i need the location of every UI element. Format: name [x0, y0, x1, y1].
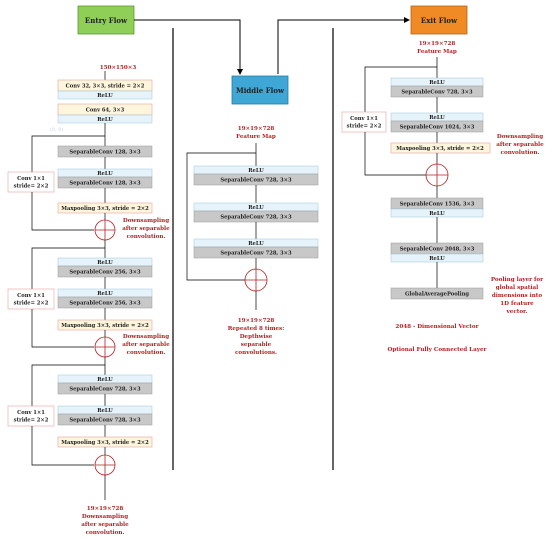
- entry-b2-relu1-label: ReLU: [97, 260, 113, 266]
- exit-sep3-label: SeparableConv 1536, 3×3: [400, 202, 475, 208]
- exit-relu4-label: ReLU: [429, 256, 445, 262]
- entry-b1-sep2-label: SeparableConv 128, 3×3: [69, 181, 141, 187]
- entry-b2-note-3: convolution.: [127, 350, 166, 356]
- entry-out-note-2: after separable: [81, 522, 129, 528]
- exit-gap-note-3: dimensions into: [492, 293, 543, 299]
- entry-b2-conv-a: Conv 1×1: [17, 293, 45, 299]
- entry-out-note-1: Downsampling: [82, 514, 128, 520]
- exit-flow: 19×19×728 Feature Map ReLU SeparableConv…: [341, 41, 544, 353]
- exit-flow-header: Exit Flow: [410, 5, 468, 35]
- middle-note-2: Repeated 8 times:: [228, 326, 285, 332]
- middle-note-5: convolutions.: [235, 350, 277, 356]
- exit-pool-label: Maxpooling 3×3, stride = 2×2: [396, 146, 484, 152]
- exit-down-note-2: after separable: [496, 142, 544, 148]
- entry-b3-relu2-label: ReLU: [97, 408, 113, 414]
- exit-down-note-1: Downsampling: [497, 134, 543, 140]
- entry-b3-conv-a: Conv 1×1: [17, 410, 45, 416]
- exit-relu2-label: ReLU: [429, 115, 445, 121]
- entry-b1-sep1-label: SeparableConv 128, 3×3: [69, 150, 141, 156]
- entry-relu2-label: ReLU: [97, 117, 113, 123]
- middle-relu2-label: ReLU: [248, 205, 264, 211]
- entry-b2-note-2: after separable: [122, 342, 170, 348]
- exit-relu3-label: ReLU: [429, 211, 445, 217]
- entry-flow-label: Entry Flow: [85, 16, 128, 25]
- exit-conv-a: Conv 1×1: [350, 116, 378, 122]
- entry-b1-note-2: after separable: [122, 226, 170, 232]
- entry-b3-sep2-label: SeparableConv 728, 3×3: [69, 418, 141, 424]
- entry-faint-label: (0, 0): [50, 126, 63, 133]
- entry-b1-conv-b: stride= 2×2: [14, 184, 49, 190]
- middle-sep2-label: SeparableConv 728, 3×3: [220, 215, 292, 221]
- entry-b2-sep1-label: SeparableConv 256, 3×3: [69, 270, 141, 276]
- middle-flow: 19×19×728 Feature Map ReLU SeparableConv…: [186, 126, 319, 356]
- entry-b1-conv-a: Conv 1×1: [17, 176, 45, 182]
- middle-flow-header: Middle Flow: [231, 75, 289, 105]
- exit-relu1-label: ReLU: [429, 80, 445, 86]
- entry-conv1-label: Conv 32, 3×3, stride = 2×2: [66, 84, 145, 90]
- exit-conv-b: stride= 2×2: [347, 124, 382, 130]
- exit-sep4-label: SeparableConv 2048, 3×3: [400, 247, 475, 253]
- entry-conv2-label: Conv 64, 3×3: [86, 108, 125, 114]
- middle-to-exit-arrow: [277, 17, 410, 74]
- entry-b1-note-3: convolution.: [127, 234, 166, 240]
- entry-b2-note-1: Downsampling: [123, 334, 169, 340]
- middle-relu3-label: ReLU: [248, 241, 264, 247]
- exit-input-size: 19×19×728: [419, 41, 456, 47]
- entry-b3-relu1-label: ReLU: [97, 377, 113, 383]
- exit-gap-note-1: Pooling layer for: [491, 277, 543, 283]
- entry-out-size: 19×19×728: [87, 506, 124, 512]
- middle-sep3-label: SeparableConv 728, 3×3: [220, 251, 292, 257]
- entry-to-middle-arrow: [134, 19, 243, 75]
- middle-input-label: Feature Map: [236, 134, 276, 140]
- entry-b1-pool-label: Maxpooling 3×3, stride = 2×2: [61, 206, 149, 212]
- middle-relu1-label: ReLU: [248, 168, 264, 174]
- entry-input-size: 150×150×3: [100, 65, 137, 71]
- middle-sep1-label: SeparableConv 728, 3×3: [220, 178, 292, 184]
- exit-sep1-label: SeparableConv 728, 3×3: [401, 90, 473, 96]
- exit-gap-note-2: global spatial: [496, 285, 539, 291]
- entry-b3-pool-label: Maxpooling 3×3, stride = 2×2: [61, 440, 149, 446]
- exit-gap-label: GlobalAveragePooling: [405, 292, 469, 298]
- middle-note-4: separable: [241, 342, 272, 348]
- entry-b3-conv-b: stride= 2×2: [14, 418, 49, 424]
- exit-flow-label: Exit Flow: [421, 16, 458, 25]
- middle-flow-label: Middle Flow: [236, 86, 285, 95]
- entry-flow-header: Entry Flow: [77, 5, 135, 35]
- exit-vector-label: 2048 - Dimensional Vector: [395, 324, 478, 330]
- exit-down-note-3: convolution.: [501, 150, 540, 156]
- entry-b3-sep1-label: SeparableConv 728, 3×3: [69, 387, 141, 393]
- entry-b1-note-1: Downsampling: [123, 218, 169, 224]
- middle-note-1: 19×19×728: [238, 318, 275, 324]
- exit-fc-label: Optional Fully Connected Layer: [388, 347, 487, 353]
- entry-b2-pool-label: Maxpooling 3×3, stride = 2×2: [61, 323, 149, 329]
- middle-note-3: Depthwise: [240, 334, 273, 340]
- entry-b2-relu2-label: ReLU: [97, 291, 113, 297]
- entry-b2-sep2-label: SeparableConv 256, 3×3: [69, 301, 141, 307]
- entry-b2-conv-b: stride= 2×2: [14, 301, 49, 307]
- entry-relu1-label: ReLU: [97, 93, 113, 99]
- middle-input-size: 19×19×728: [238, 126, 275, 132]
- exit-gap-note-4: 1D feature: [500, 301, 534, 307]
- exit-gap-note-5: vector.: [506, 309, 528, 315]
- entry-flow: 150×150×3 Conv 32, 3×3, stride = 2×2 ReL…: [7, 65, 170, 536]
- exit-input-label: Feature Map: [417, 49, 457, 55]
- exit-sep2-label: SeparableConv 1024, 3×3: [400, 125, 475, 131]
- entry-b1-relu-label: ReLU: [97, 171, 113, 177]
- entry-out-note-3: convolution.: [86, 530, 125, 536]
